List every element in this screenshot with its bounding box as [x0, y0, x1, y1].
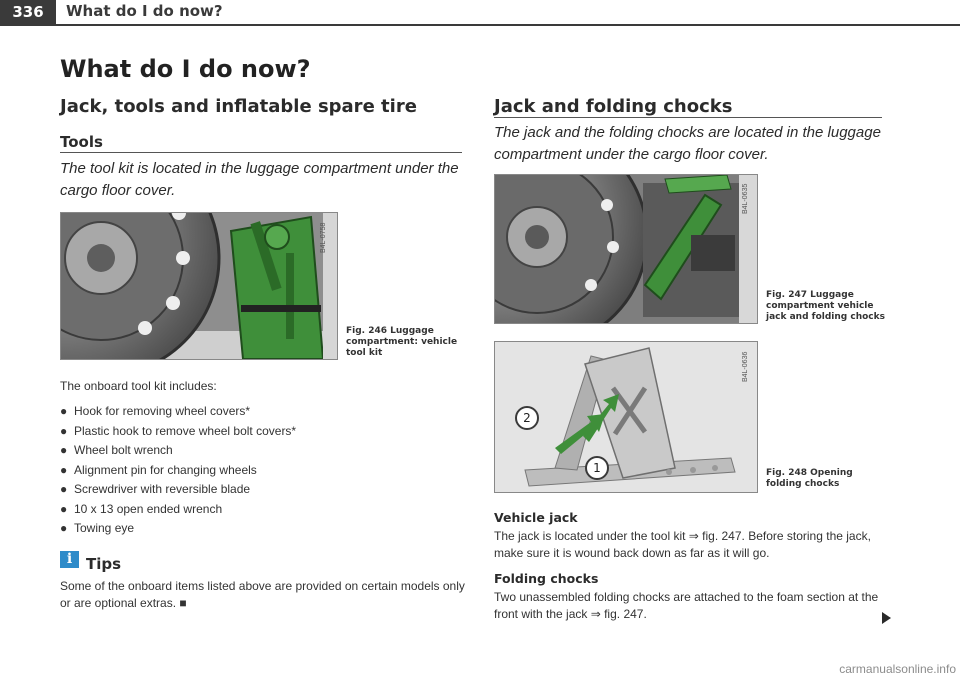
tool-kit-illustration [61, 213, 337, 359]
running-title: What do I do now? [66, 2, 223, 20]
vehicle-jack-text: The jack is located under the tool kit ⇒… [494, 529, 871, 560]
list-item: ●Towing eye [60, 521, 135, 535]
list-item: ●Hook for removing wheel covers* [60, 404, 251, 418]
figure-246-code: B4L-0758 [320, 222, 327, 253]
jack-illustration [495, 175, 757, 323]
list-item: ●Alignment pin for changing wheels [60, 462, 257, 477]
section-rule-right [494, 117, 882, 118]
callout-1-marker: 1 [585, 456, 609, 480]
list-item: ●Wheel bolt wrench [60, 443, 173, 457]
tips-title: Tips [86, 555, 122, 573]
tips-text: Some of the onboard items listed above a… [60, 579, 465, 610]
section-title-right: Jack and folding chocks [494, 96, 733, 117]
figure-247-code: B4L-0635 [742, 183, 749, 214]
folding-chocks-heading: Folding chocks [494, 571, 599, 586]
subsection-title-tools: Tools [60, 133, 103, 151]
figure-246-tool-kit [60, 212, 338, 360]
folding-chocks-text: Two unassembled folding chocks are attac… [494, 590, 879, 621]
figure-248-opening-chocks: 2 1 [494, 341, 758, 493]
jack-intro: The jack and the folding chocks are loca… [494, 124, 881, 163]
info-icon: i [60, 551, 79, 568]
tool-kit-list-intro: The onboard tool kit includes: [60, 379, 217, 393]
header-rule [0, 24, 960, 26]
figure-248-caption: Fig. 248 Opening folding chocks [766, 468, 853, 489]
watermark: carmanualsonline.info [839, 662, 956, 676]
figure-247-caption: Fig. 247 Luggage compartment vehicle jac… [766, 290, 885, 322]
subsection-rule [60, 152, 462, 153]
figure-246-caption: Fig. 246 Luggage compartment: vehicle to… [346, 326, 458, 358]
tools-intro: The tool kit is located in the luggage c… [60, 160, 459, 199]
figure-247-jack-chocks [494, 174, 758, 324]
callout-2-marker: 2 [515, 406, 539, 430]
vehicle-jack-heading: Vehicle jack [494, 510, 578, 525]
list-item: ●10 x 13 open ended wrench [60, 501, 223, 516]
continue-arrow-icon [882, 612, 891, 624]
page-title: What do I do now? [60, 55, 311, 83]
figure-248-code: B4L-0636 [742, 351, 749, 382]
end-of-section-marker: ■ [179, 596, 187, 610]
list-item: ●Screwdriver with reversible blade [60, 482, 251, 496]
tool-kit-list: ●Hook for removing wheel covers* ●Plasti… [60, 402, 440, 539]
page-number: 336 [0, 0, 56, 24]
section-title-left: Jack, tools and inflatable spare tire [60, 96, 417, 117]
list-item: ●Plastic hook to remove wheel bolt cover… [60, 423, 297, 438]
